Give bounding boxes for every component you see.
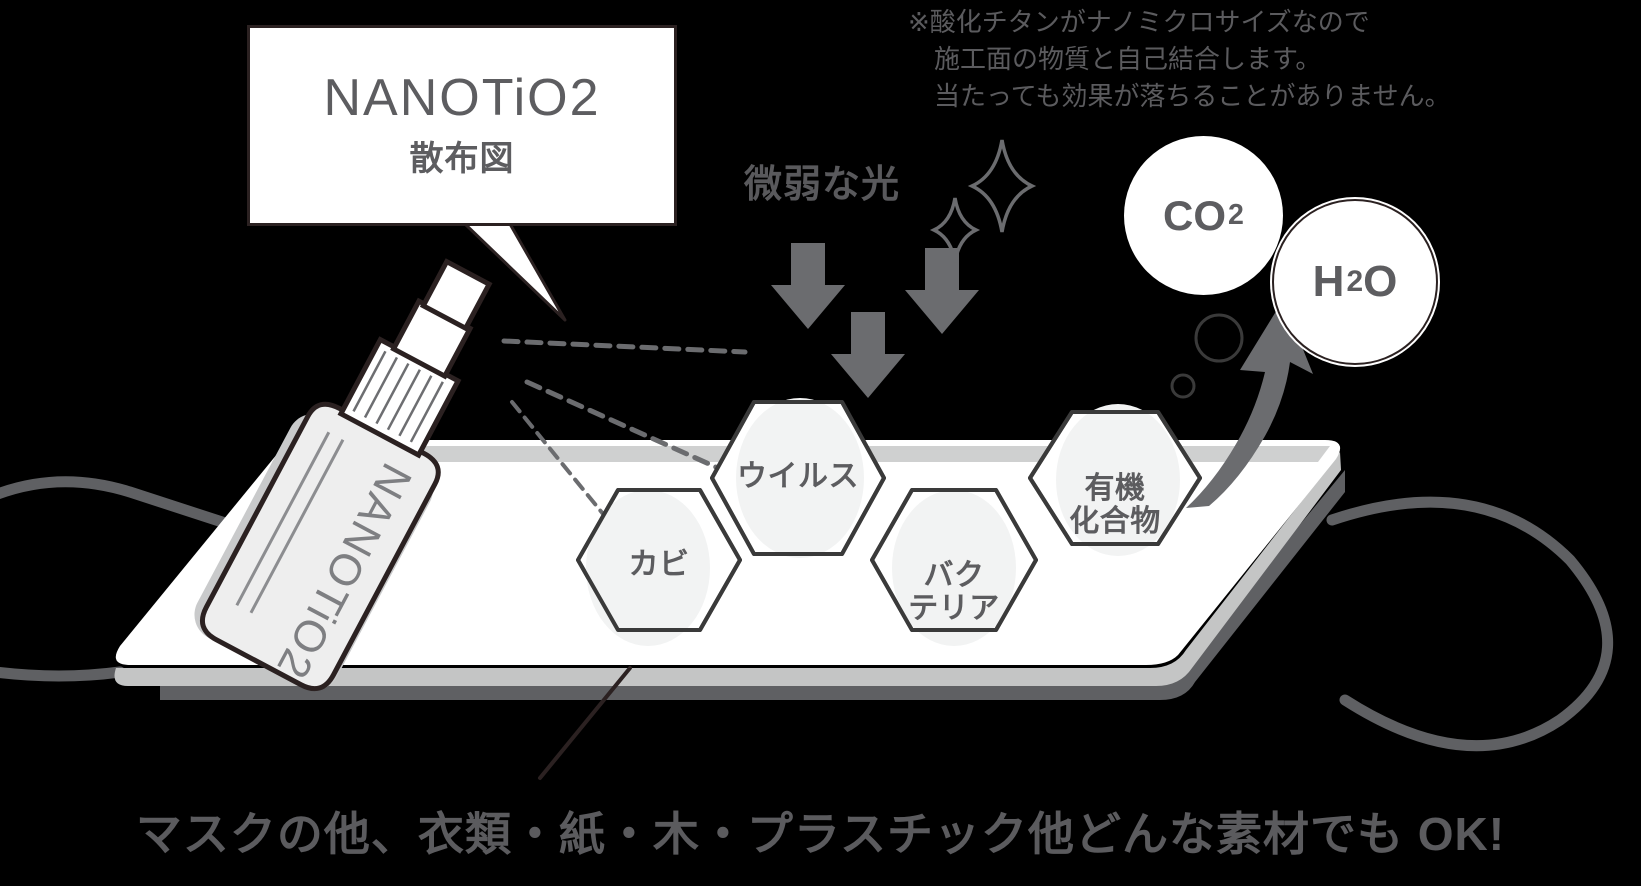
bottle-body xyxy=(199,401,441,692)
light-arrow-3 xyxy=(831,312,905,398)
bottle-highlight-1 xyxy=(235,431,331,607)
bubble-h2o-sub: 2 xyxy=(1346,265,1364,298)
callout-bubble: NANOTiO2 散布図 xyxy=(247,25,677,226)
sparkle-icon-small xyxy=(929,197,981,263)
mask-strap-right xyxy=(1326,496,1614,752)
note-text: ※酸化チタンがナノミクロサイズなので 施工面の物質と自己結合します。 当たっても… xyxy=(908,7,1451,111)
hexagon-virus xyxy=(710,398,886,558)
hexagon-bacteria xyxy=(870,488,1038,646)
bottom-caption: マスクの他、衣類・紙・木・プラスチック他どんな素材でも OK! xyxy=(135,808,1506,860)
light-arrow-1 xyxy=(771,243,845,329)
caption-leader-line xyxy=(538,666,632,780)
bubble-h2o-main: H xyxy=(1312,257,1345,306)
bottle-nozzle-tip xyxy=(419,258,493,332)
spray-line-2 xyxy=(524,379,721,471)
mask-strap-left-lower xyxy=(0,666,126,682)
rising-arrow xyxy=(1186,300,1313,508)
spray-line-1 xyxy=(501,338,748,355)
faint-light-label: 微弱な光 xyxy=(744,164,901,206)
bottle-collar-ribs xyxy=(352,350,444,443)
bubble-co2-main: CO xyxy=(1163,191,1227,239)
spray-bottle: NANOTiO2 xyxy=(194,258,493,692)
light-arrow-2 xyxy=(905,248,979,334)
small-circle-1 xyxy=(1194,313,1244,363)
bubble-co2-sub: 2 xyxy=(1228,199,1244,231)
callout-subtitle: 散布図 xyxy=(409,140,515,179)
bottle-highlight-2 xyxy=(249,439,345,614)
sparkle-icon-large xyxy=(967,139,1037,233)
bubble-h2o-tail: O xyxy=(1363,257,1398,306)
callout-title: NANOTiO2 xyxy=(323,68,601,127)
small-circle-2 xyxy=(1170,373,1196,399)
spray-line-3 xyxy=(510,400,610,522)
hexagon-organic xyxy=(1028,404,1202,556)
hexagon-mold xyxy=(576,488,742,646)
